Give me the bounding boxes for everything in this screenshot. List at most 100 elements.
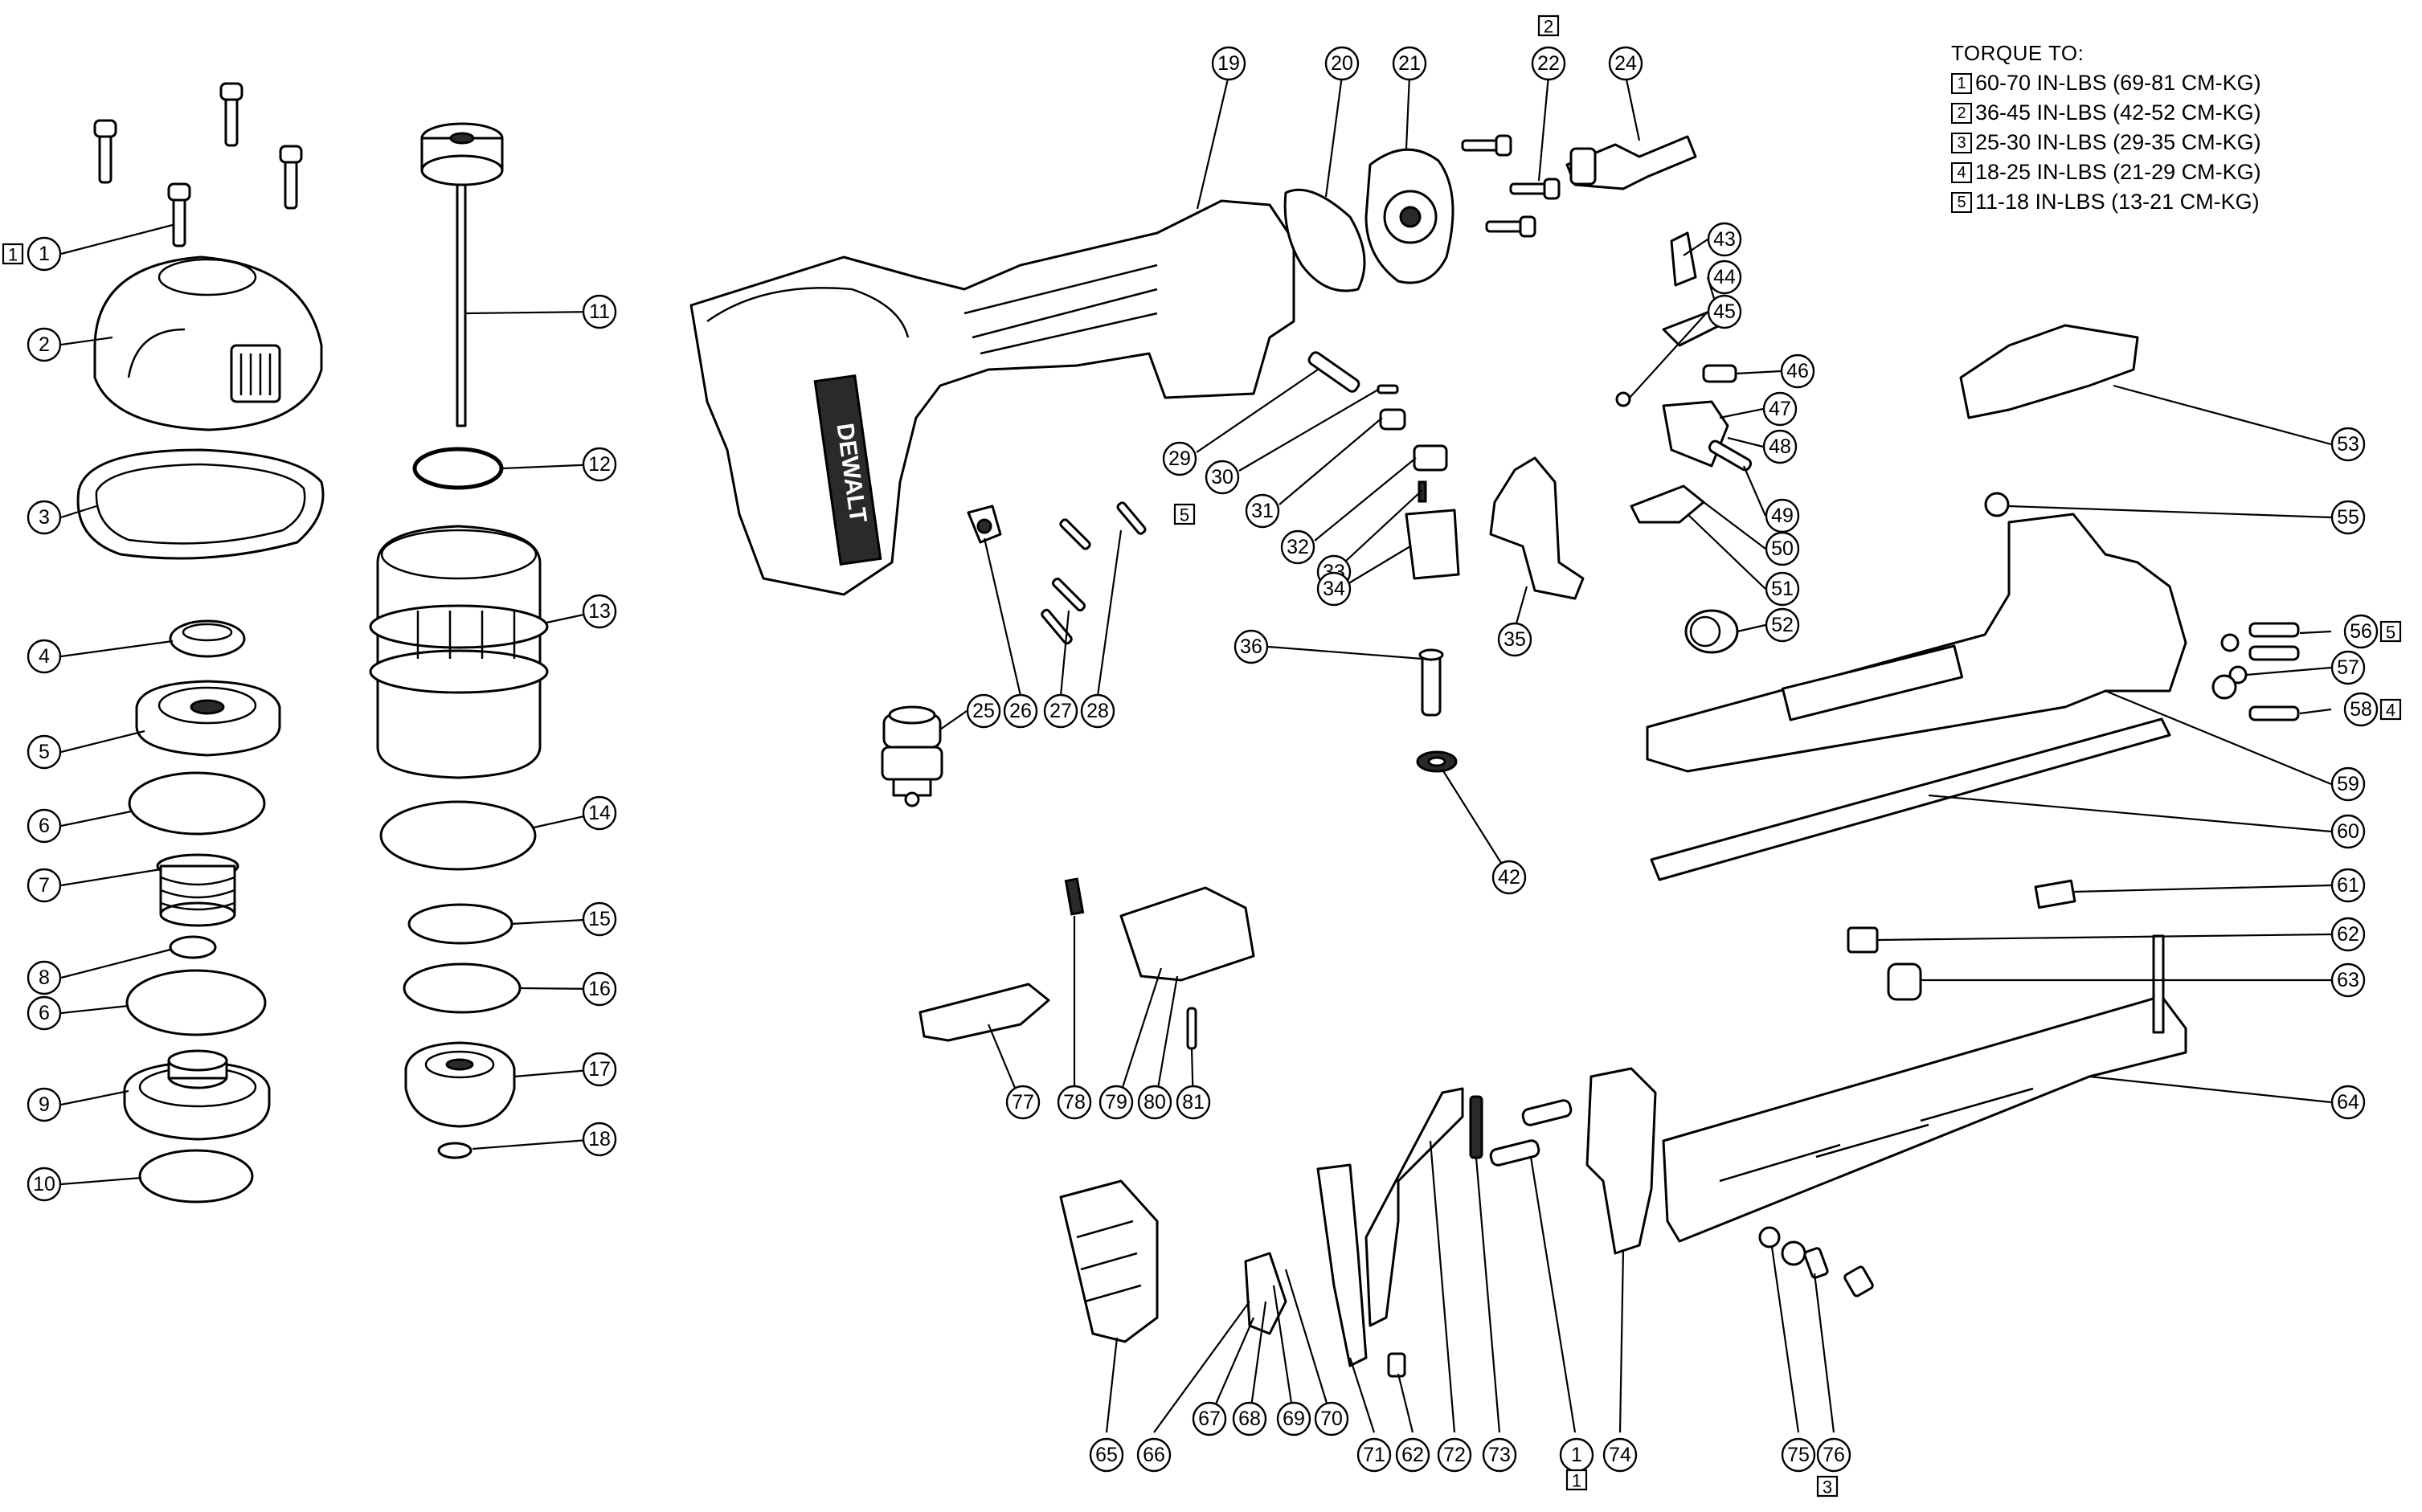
callout-number: 71 [1363,1444,1385,1466]
callout-number: 48 [1769,435,1791,458]
callout-49: 49 [1765,498,1800,533]
part-6-o-ring-lower [125,969,267,1036]
callout-66: 66 [1136,1437,1172,1473]
callout-circle [1707,259,1742,295]
callout-51: 51 [1765,571,1800,607]
callout-circle [582,1122,617,1157]
callout-number: 62 [1401,1444,1424,1466]
callout-number: 1 [1571,1444,1582,1466]
callout-46: 46 [1780,353,1815,389]
part-62-contact-tip [1387,1352,1406,1378]
callout-number: 68 [1238,1408,1261,1430]
callout-42: 42 [1491,860,1527,895]
part-2-cylinder-cap [93,255,323,431]
callout-number: 26 [1009,700,1032,722]
callout-circle [27,868,62,903]
callout-circle [27,500,62,535]
callout-48: 48 [1762,429,1798,464]
callout-61: 61 [2330,868,2366,903]
callout-32: 32 [1280,529,1315,565]
callout-circle [582,1052,617,1087]
callout-81: 81 [1176,1085,1211,1120]
part-14-o-ring [379,800,537,871]
callout-53: 53 [2330,427,2366,462]
callout-71: 71 [1356,1437,1392,1473]
callout-14: 14 [582,795,617,831]
part-18-washer [437,1142,473,1159]
part-7-spring [156,853,239,927]
torque-spec: 25-30 IN-LBS (29-35 CM-KG) [1975,130,2261,154]
callout-circle [1314,1401,1349,1436]
callout-circle [1491,860,1527,895]
callout-67: 67 [1192,1401,1227,1436]
callout-30: 30 [1205,460,1240,495]
callout-circle [1765,571,1800,607]
callout-number: 4 [39,645,50,668]
callout-58: 58 [2343,692,2379,727]
callout-74: 74 [1602,1437,1638,1473]
callout-number: 35 [1504,628,1526,651]
callout-12: 12 [582,447,617,482]
callout-36: 36 [1234,629,1269,664]
torque-code-box: 3 [1951,132,1972,153]
callout-number: 75 [1787,1444,1810,1466]
torque-flag-5-right: 5 [2379,620,2402,643]
callout-number: 61 [2337,874,2359,897]
torque-spec: 18-25 IN-LBS (21-29 CM-KG) [1975,160,2261,184]
leader-lines [60,75,2332,1433]
callout-number: 5 [39,741,50,763]
callout-number: 22 [1537,52,1560,75]
callout-number: 79 [1105,1091,1127,1114]
part-15-o-ring [407,903,513,945]
callout-number: 69 [1283,1408,1305,1430]
torque-spec: 11-18 IN-LBS (13-21 CM-KG) [1975,190,2260,214]
callout-8: 8 [27,960,62,995]
callout-circle [1392,46,1427,81]
callout-circle [1043,693,1078,729]
callout-69: 69 [1276,1401,1311,1436]
callout-circle [1232,1401,1267,1436]
part-9-piston [123,1049,271,1141]
callout-17: 17 [582,1052,617,1087]
torque-flag-5: 5 [1173,503,1196,525]
callout-number: 59 [2337,773,2359,795]
callout-circle [27,960,62,995]
callout-number: 1 [39,243,50,265]
callout-64: 64 [2330,1085,2366,1120]
callout-number: 63 [2337,969,2359,991]
part-4-cap-seal [169,619,246,658]
callout-number: 65 [1095,1444,1118,1466]
callout-number: 28 [1086,700,1109,722]
callout-circle [2330,868,2366,903]
part-24-air-fitting [1565,135,1697,190]
part-25-trigger-valve [881,705,943,807]
callout-number: 45 [1713,300,1736,323]
parts-61-63-follower [1847,879,2076,1001]
callout-number: 77 [1012,1091,1034,1114]
callout-number: 81 [1182,1091,1205,1114]
part-16-o-ring [403,962,522,1014]
part-74-nosepiece [1585,1067,1657,1255]
callout-number: 53 [2337,433,2359,456]
callout-number: 43 [1713,228,1736,251]
callout-number: 42 [1498,866,1520,889]
callout-number: 78 [1063,1091,1086,1114]
callout-79: 79 [1098,1085,1134,1120]
callout-57: 57 [2330,650,2366,685]
callout-35: 35 [1497,622,1532,657]
svg-text:5: 5 [2386,623,2395,643]
callout-number: 57 [2337,656,2359,679]
callout-number: 30 [1211,466,1234,488]
torque-code-box: 5 [1951,191,1972,213]
callout-50: 50 [1765,531,1800,566]
callout-number: 60 [2337,820,2359,843]
callout-circle [1211,46,1246,81]
callout-number: 15 [588,908,611,930]
callout-29: 29 [1162,441,1197,476]
callout-circle [1316,571,1352,607]
torque-code-box: 1 [1951,72,1972,94]
parts-43-51-latch-group [1615,231,1753,524]
part-35-trigger [1489,456,1585,600]
